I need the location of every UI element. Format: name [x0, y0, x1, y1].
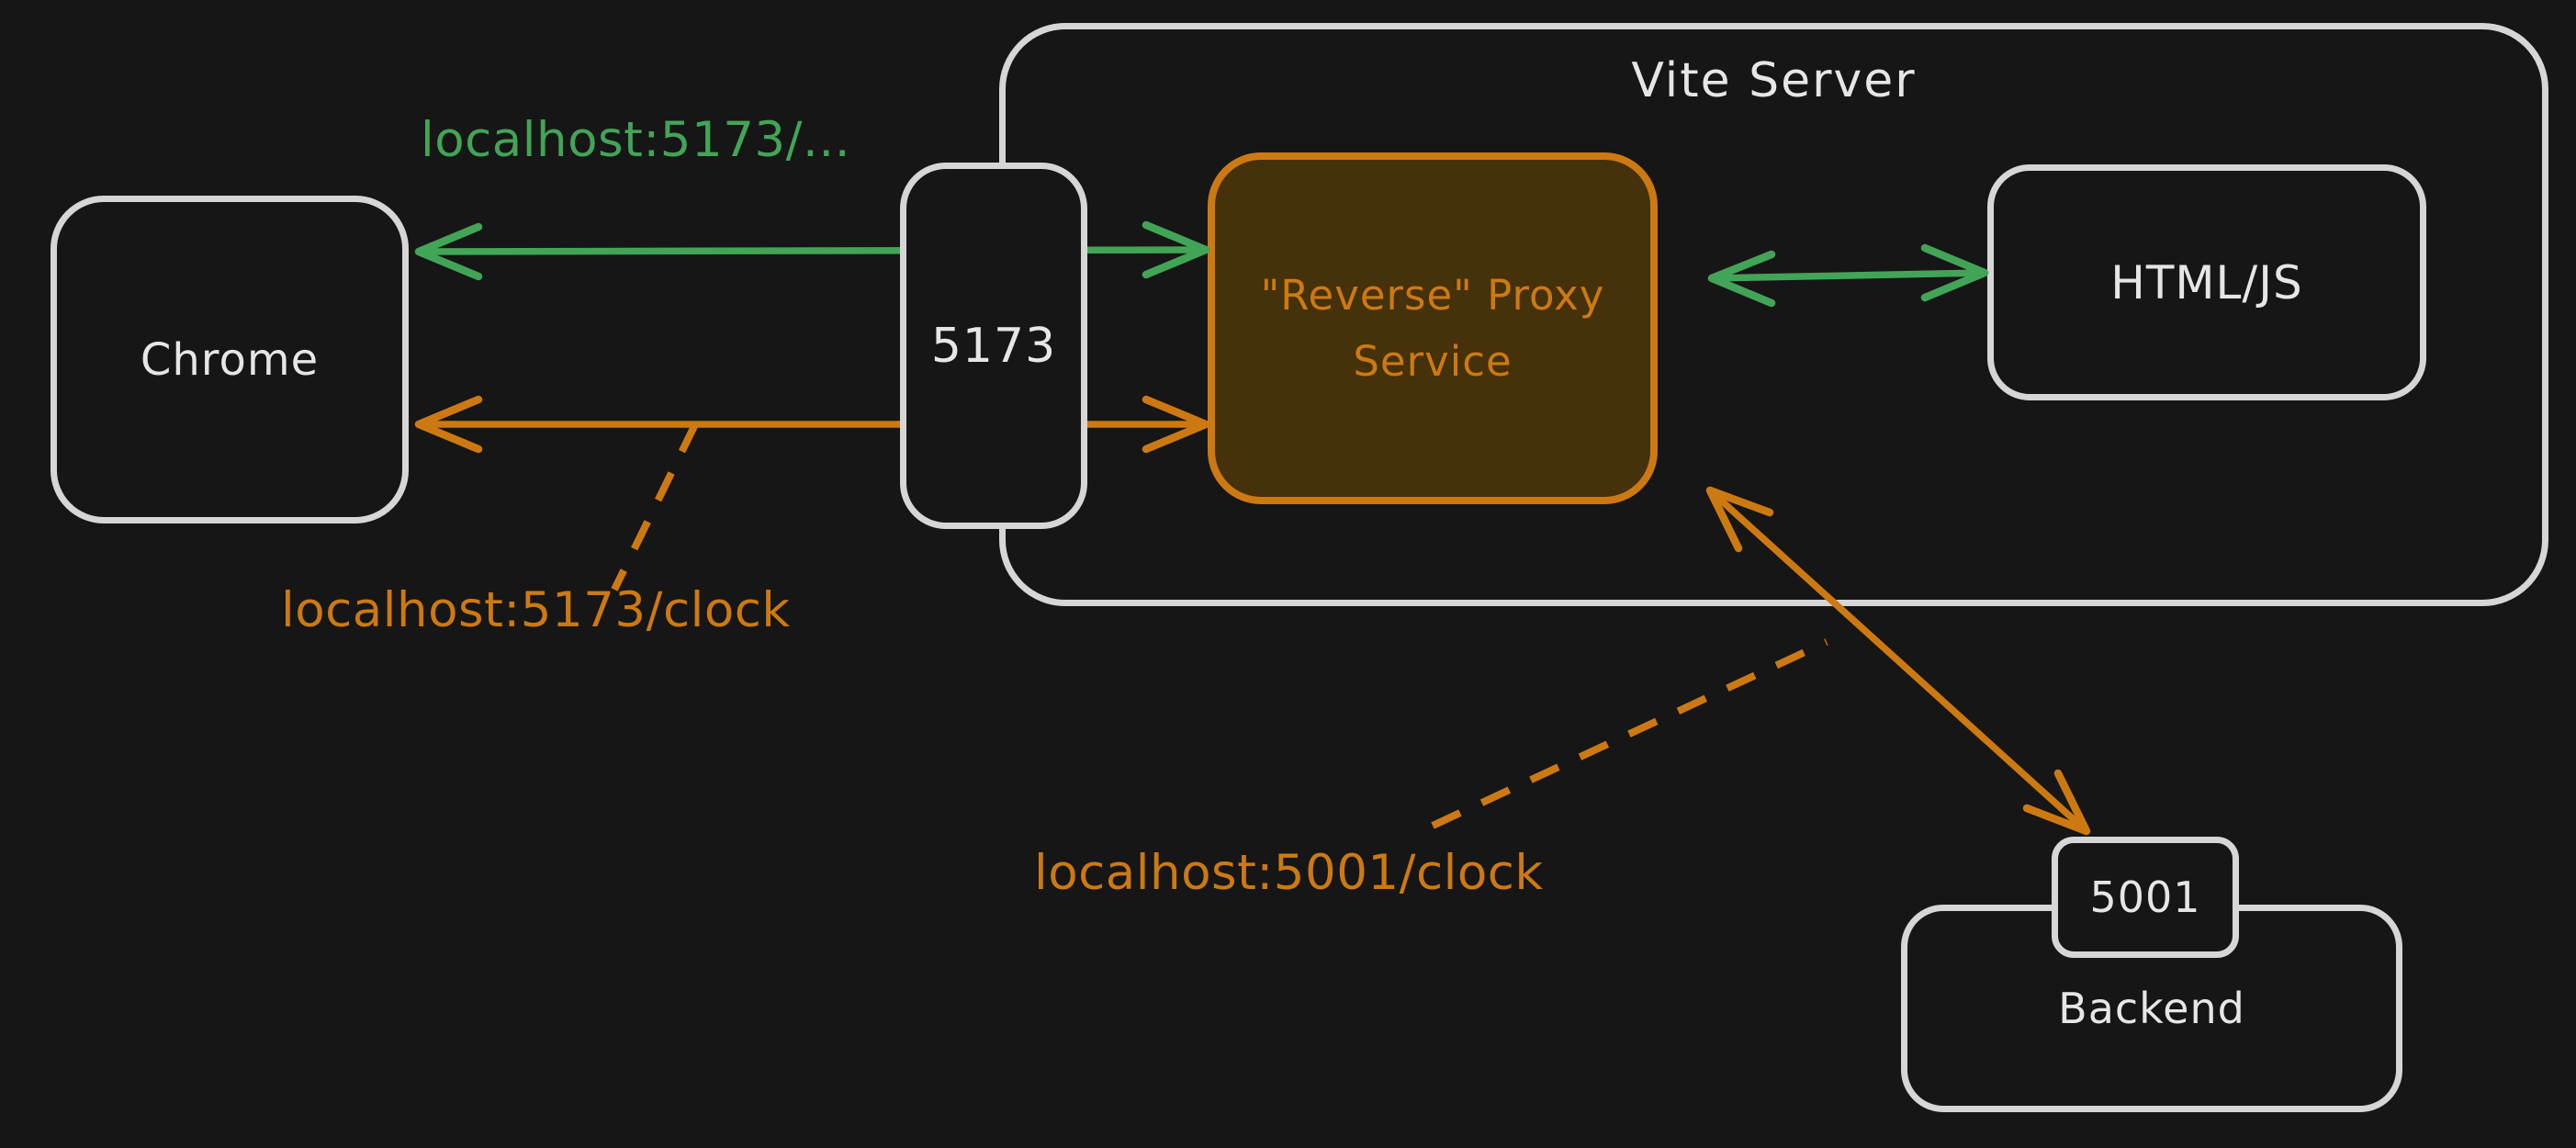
- html-js-label: HTML/JS: [2110, 255, 2303, 310]
- reverse-proxy-label-line2: Service: [1353, 336, 1513, 386]
- dashed-leader-clock-5173: [611, 422, 699, 591]
- html-js-node: HTML/JS: [1987, 164, 2426, 400]
- label-clock-5173: localhost:5173/clock: [281, 582, 791, 638]
- port-5173-label: 5173: [930, 318, 1057, 374]
- dashed-leader-clock-5001: [1431, 638, 1828, 829]
- reverse-proxy-label-line1: "Reverse" Proxy: [1260, 271, 1605, 321]
- port-5173-node: 5173: [900, 163, 1087, 529]
- label-clock-5001: localhost:5001/clock: [1034, 845, 1544, 901]
- reverse-proxy-label: "Reverse" Proxy Service: [1261, 263, 1605, 393]
- reverse-proxy-node: "Reverse" Proxy Service: [1208, 152, 1658, 504]
- port-5001-label: 5001: [2089, 872, 2201, 922]
- vite-server-title: Vite Server: [1631, 53, 1917, 108]
- chrome-node: Chrome: [51, 196, 409, 523]
- chrome-label: Chrome: [140, 333, 320, 386]
- backend-label: Backend: [2058, 984, 2245, 1033]
- port-5001-node: 5001: [2052, 837, 2239, 958]
- label-green-route: localhost:5173/...: [421, 112, 851, 168]
